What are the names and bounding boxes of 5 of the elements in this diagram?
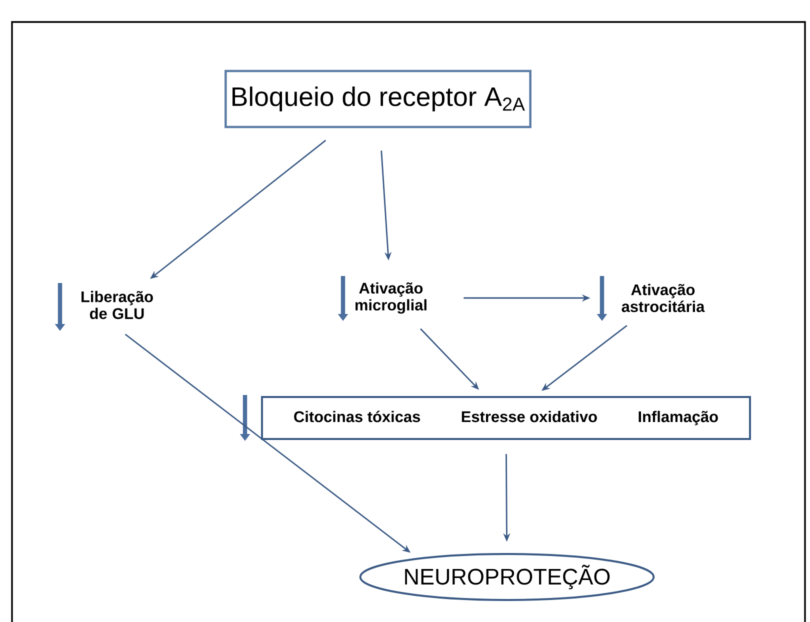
title-box: Bloqueio do receptor A$_{2A}$ (224, 70, 532, 128)
effects-box: Citocinas tóxicas Estresse oxidativo Inflamação (261, 396, 751, 440)
effect-label: Ativação astrocitária (622, 284, 705, 312)
effect-label: Liberação de GLU (82, 290, 153, 320)
effect-label: Ativação microglial (356, 282, 426, 314)
